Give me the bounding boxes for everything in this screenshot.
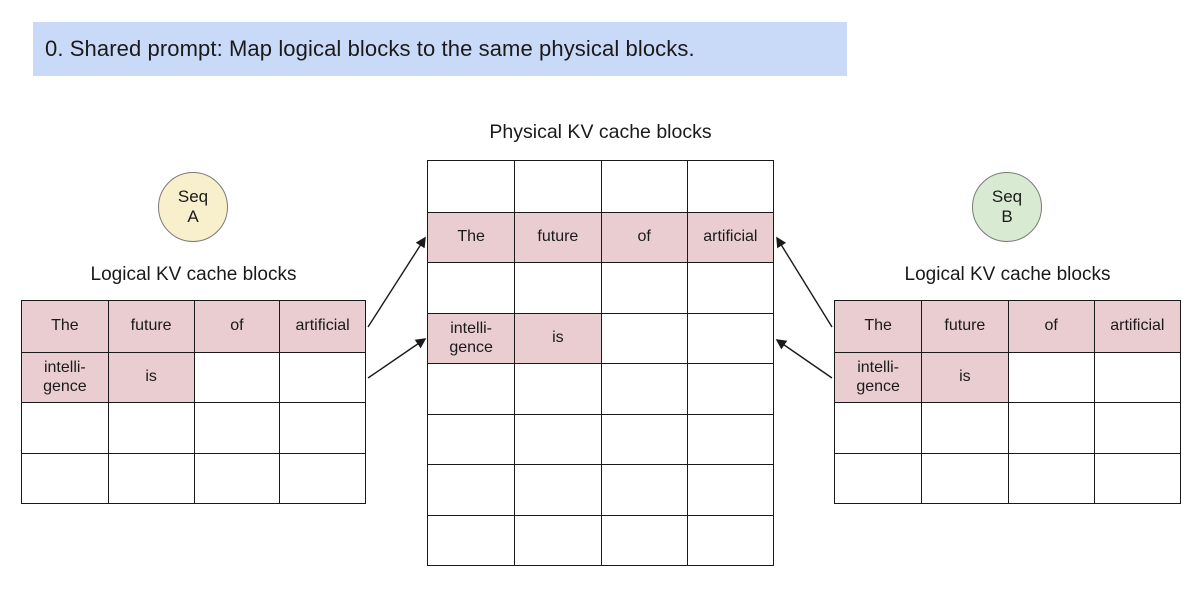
kv-block-cell: future (514, 211, 601, 262)
empty-block-cell (686, 363, 773, 414)
empty-block-cell (1007, 452, 1094, 503)
kv-block-cell: The (22, 301, 108, 352)
kv-block-cell: intelli- gence (428, 312, 515, 363)
kv-block-cell: of (600, 211, 687, 262)
seq-b-label: Seq B (991, 186, 1023, 226)
empty-block-cell (686, 464, 773, 515)
kv-block-cell: artificial (1093, 301, 1180, 352)
kv-block-cell: future (107, 301, 194, 352)
kv-block-cell: of (1007, 301, 1094, 352)
empty-block-cell (1093, 402, 1180, 453)
empty-block-cell (193, 351, 280, 402)
empty-block-cell (835, 452, 922, 504)
empty-block-cell (921, 452, 1008, 503)
logical-a-table-title: Logical KV cache blocks (90, 264, 297, 285)
empty-block-cell (279, 351, 365, 402)
kv-block-cell: artificial (686, 211, 773, 262)
empty-block-cell (600, 161, 687, 212)
mapping-arrow (367, 236, 426, 328)
empty-block-cell (22, 402, 108, 453)
empty-block-cell (1007, 351, 1094, 402)
empty-block-cell (686, 312, 773, 363)
empty-block-cell (686, 514, 773, 565)
empty-block-cell (22, 452, 108, 504)
empty-block-cell (107, 402, 194, 453)
empty-block-cell (514, 413, 601, 464)
kv-block-cell: The (835, 301, 922, 352)
kv-block-cell: intelli- gence (835, 351, 922, 402)
mapping-arrow (776, 236, 833, 328)
empty-block-cell (686, 161, 773, 212)
kv-block-cell: future (921, 301, 1008, 352)
kv-block-cell: The (428, 211, 515, 262)
empty-block-cell (428, 464, 515, 515)
empty-block-cell (193, 452, 280, 503)
empty-block-cell (600, 464, 687, 515)
empty-block-cell (1093, 351, 1180, 402)
seq-a-badge: Seq A (158, 172, 228, 242)
empty-block-cell (600, 363, 687, 414)
physical-table-title: Physical KV cache blocks (489, 121, 712, 143)
empty-block-cell (686, 413, 773, 464)
empty-block-cell (921, 402, 1008, 453)
empty-block-cell (428, 413, 515, 465)
empty-block-cell (428, 363, 515, 414)
empty-block-cell (428, 161, 514, 212)
empty-block-cell (686, 262, 773, 313)
empty-block-cell (600, 262, 687, 313)
kv-block-cell: is (514, 312, 601, 363)
empty-block-cell (193, 402, 280, 453)
empty-block-cell (514, 363, 601, 414)
empty-block-cell (514, 514, 601, 565)
empty-block-cell (835, 402, 922, 453)
title-banner: 0. Shared prompt: Map logical blocks to … (33, 22, 847, 76)
seq-b-badge: Seq B (972, 172, 1042, 242)
kv-block-cell: is (921, 351, 1008, 402)
empty-block-cell (1007, 402, 1094, 453)
mapping-arrow (775, 339, 833, 379)
mapping-arrow (367, 338, 427, 379)
kv-block-cell: is (107, 351, 194, 402)
logical-b-table-title: Logical KV cache blocks (904, 264, 1111, 285)
empty-block-cell (428, 514, 515, 566)
empty-block-cell (600, 312, 687, 363)
kv-block-cell: artificial (279, 301, 365, 352)
empty-block-cell (279, 402, 365, 453)
empty-block-cell (514, 464, 601, 515)
empty-block-cell (1093, 452, 1180, 503)
kv-block-cell: intelli- gence (22, 351, 108, 402)
empty-block-cell (279, 452, 365, 503)
empty-block-cell (428, 262, 515, 313)
seq-a-label: Seq A (177, 186, 209, 226)
empty-block-cell (107, 452, 194, 503)
kv-block-cell: of (193, 301, 280, 352)
empty-block-cell (600, 514, 687, 565)
empty-block-cell (514, 262, 601, 313)
title-banner-text: 0. Shared prompt: Map logical blocks to … (45, 36, 695, 61)
empty-block-cell (600, 413, 687, 464)
empty-block-cell (514, 161, 600, 212)
